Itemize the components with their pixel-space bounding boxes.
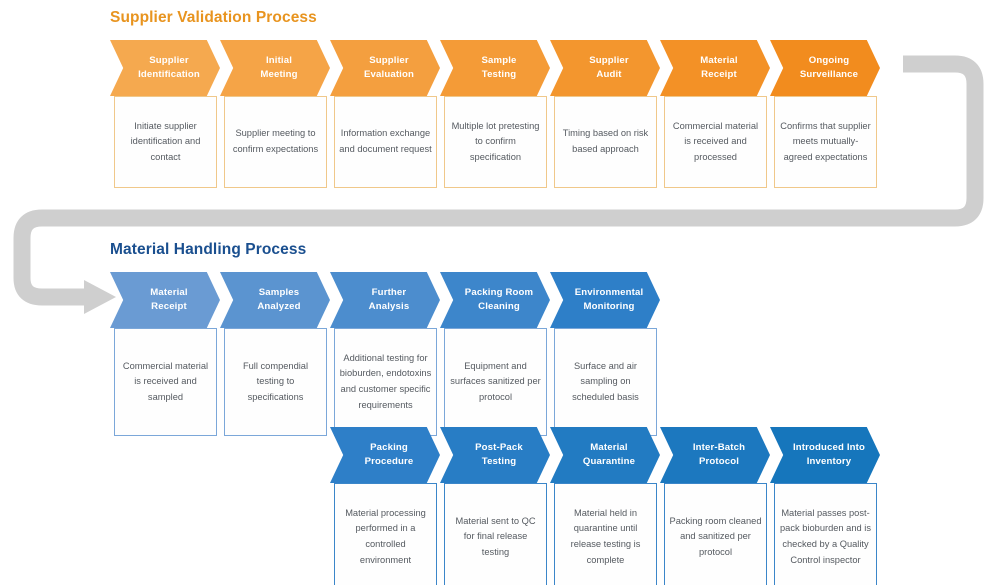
step-description: Supplier meeting to confirm expectations: [224, 96, 327, 188]
step-description: Material held in quarantine until releas…: [554, 483, 657, 585]
step-description: Timing based on risk based approach: [554, 96, 657, 188]
section-title-supplier-validation: Supplier Validation Process: [110, 9, 317, 26]
step-description: Equipment and surfaces sanitized per pro…: [444, 328, 547, 436]
step-description: Full compendial testing to specification…: [224, 328, 327, 436]
step-description: Material processing performed in a contr…: [334, 483, 437, 585]
step-description: Material sent to QC for final release te…: [444, 483, 547, 585]
step-description: Packing room cleaned and sanitized per p…: [664, 483, 767, 585]
step-description: Additional testing for bioburden, endoto…: [334, 328, 437, 436]
step-description: Confirms that supplier meets mutually-ag…: [774, 96, 877, 188]
step-description: Multiple lot pretesting to confirm speci…: [444, 96, 547, 188]
step-description: Material passes post-pack bioburden and …: [774, 483, 877, 585]
section-title-material-handling: Material Handling Process: [110, 241, 307, 258]
step-description: Information exchange and document reques…: [334, 96, 437, 188]
step-description: Initiate supplier identification and con…: [114, 96, 217, 188]
step-description: Surface and air sampling on scheduled ba…: [554, 328, 657, 436]
step-description: Commercial material is received and samp…: [114, 328, 217, 436]
step-description: Commercial material is received and proc…: [664, 96, 767, 188]
